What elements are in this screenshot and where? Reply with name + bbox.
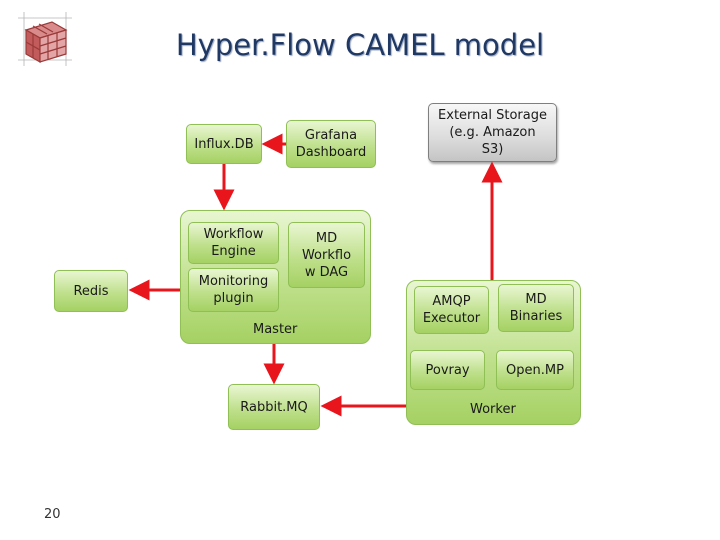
workflow-engine-node: Workflow Engine xyxy=(188,222,279,264)
md-workflow-node: MD Workflo w DAG xyxy=(288,222,365,288)
workflow-engine-label: Workflow Engine xyxy=(203,227,264,259)
grafana-label: Grafana Dashboard xyxy=(295,128,367,160)
md-binaries-node: MD Binaries xyxy=(498,284,574,332)
master-label: Master xyxy=(253,322,298,337)
rabbitmq-label: Rabbit.MQ xyxy=(240,399,308,415)
redis-node: Redis xyxy=(54,270,128,312)
page-number: 20 xyxy=(44,507,61,522)
openmp-node: Open.MP xyxy=(496,350,574,390)
povray-node: Povray xyxy=(410,350,485,390)
openmp-label: Open.MP xyxy=(506,362,564,378)
monitoring-plugin-node: Monitoring plugin xyxy=(188,268,279,312)
amqp-executor-node: AMQP Executor xyxy=(414,286,489,334)
rabbitmq-node: Rabbit.MQ xyxy=(228,384,320,430)
cube-logo-icon xyxy=(14,8,76,70)
external-storage-node: External Storage (e.g. Amazon S3) xyxy=(428,103,557,162)
md-binaries-label: MD Binaries xyxy=(509,292,563,324)
redis-label: Redis xyxy=(73,283,109,299)
amqp-executor-label: AMQP Executor xyxy=(422,294,481,326)
povray-label: Povray xyxy=(425,362,470,378)
grafana-node: Grafana Dashboard xyxy=(286,120,376,168)
monitoring-plugin-label: Monitoring plugin xyxy=(198,274,269,306)
worker-label: Worker xyxy=(470,402,516,417)
page-title: Hyper.Flow CAMEL model xyxy=(175,28,545,62)
external-storage-label: External Storage (e.g. Amazon S3) xyxy=(438,108,547,157)
influxdb-label: Influx.DB xyxy=(194,136,254,152)
md-workflow-label: MD Workflo w DAG xyxy=(301,230,352,280)
